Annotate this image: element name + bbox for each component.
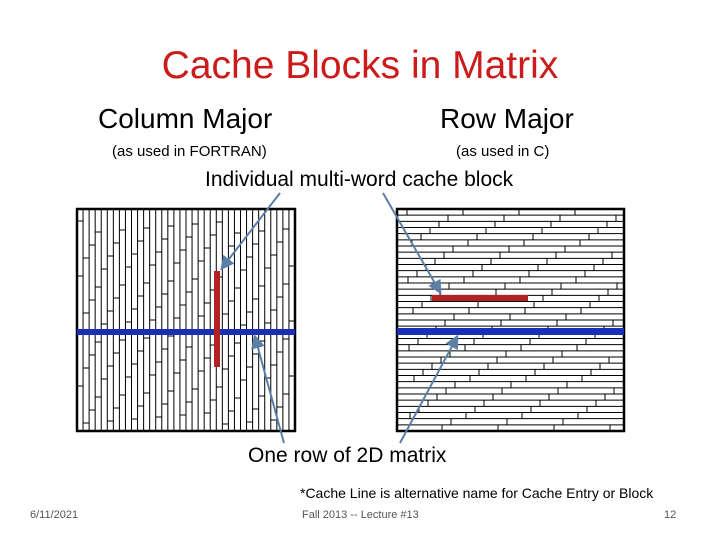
row-major-row-highlight	[397, 328, 624, 335]
page-number: 12	[664, 509, 677, 521]
matrix-row-label: One row of 2D matrix	[248, 444, 447, 467]
row-major-cache-block	[432, 295, 528, 301]
column-major-cache-block	[214, 271, 220, 367]
row-major-matrix	[395, 207, 626, 433]
pointer-arrow	[399, 334, 459, 444]
slide-title: Cache Blocks in Matrix	[161, 44, 559, 87]
pointer-arrow	[251, 334, 285, 444]
row-major-subtitle: (as used in C)	[456, 143, 550, 160]
pointer-arrow	[220, 192, 281, 271]
footer-date: 6/11/2021	[30, 509, 79, 521]
highlights	[77, 271, 624, 367]
pointer-arrow	[382, 192, 442, 295]
cache-block-label: Individual multi-word cache block	[205, 168, 514, 191]
column-major-heading: Column Major	[98, 103, 273, 134]
column-major-row-highlight	[77, 329, 295, 335]
column-major-matrix	[75, 207, 297, 433]
footnote: *Cache Line is alternative name for Cach…	[300, 485, 654, 501]
arrows	[220, 192, 459, 444]
row-major-heading: Row Major	[440, 103, 574, 134]
footer-course: Fall 2013 -- Lecture #13	[302, 509, 419, 521]
column-major-subtitle: (as used in FORTRAN)	[112, 143, 267, 160]
